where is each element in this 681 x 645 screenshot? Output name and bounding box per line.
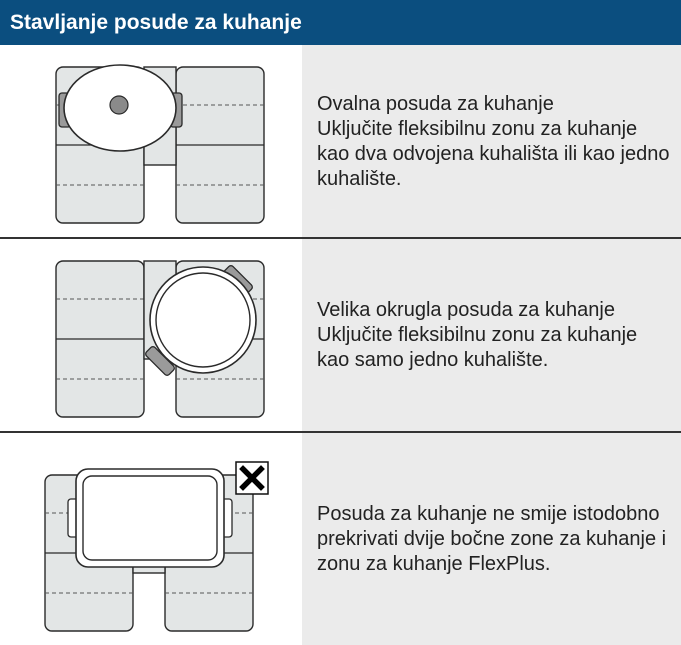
round-pot-description: Velika okrugla posuda za kuhanje Uključi… (302, 239, 681, 431)
oval-pot-illustration (0, 45, 302, 238)
row-oval-pot: Ovalna posuda za kuhanje Uključite fleks… (0, 45, 681, 238)
cross-icon (235, 461, 269, 495)
rectangular-pot-text: Posuda za kuhanje ne smije istodobno pre… (317, 502, 667, 575)
oval-pot-title: Ovalna posuda za kuhanje (317, 92, 554, 115)
rectangular-pot-description: Posuda za kuhanje ne smije istodobno pre… (302, 433, 681, 645)
oval-pot-text: Uključite fleksibilnu zonu za kuhanje ka… (317, 117, 670, 190)
rectangular-pot-illustration (0, 433, 302, 645)
row-rectangular-pot: Posuda za kuhanje ne smije istodobno pre… (0, 433, 681, 645)
row-round-pot: Velika okrugla posuda za kuhanje Uključi… (0, 239, 681, 431)
section-title: Stavljanje posude za kuhanje (0, 0, 681, 45)
oval-pot-icon (55, 64, 265, 224)
round-pot-title: Velika okrugla posuda za kuhanje (317, 298, 615, 321)
round-pot-text: Uključite fleksibilnu zonu za kuhanje ka… (317, 323, 638, 371)
round-pot-illustration (0, 239, 302, 431)
row-divider (0, 431, 681, 433)
rectangular-pot-icon (44, 468, 254, 632)
round-pot-icon (55, 260, 265, 418)
row-divider (0, 237, 681, 239)
oval-pot-description: Ovalna posuda za kuhanje Uključite fleks… (302, 45, 681, 238)
